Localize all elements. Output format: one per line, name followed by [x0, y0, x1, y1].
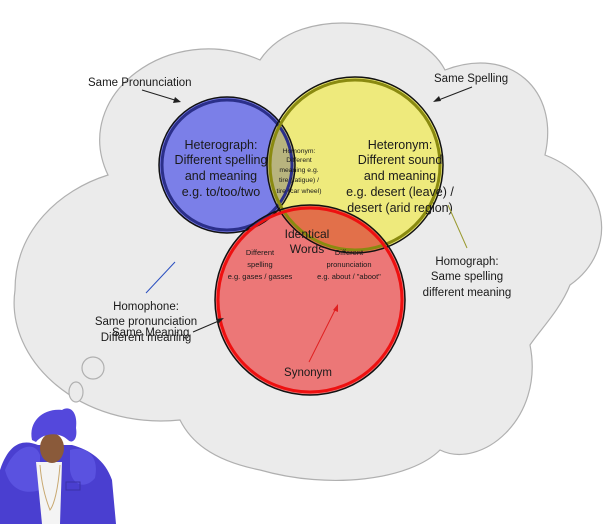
svg-text:Different sound: Different sound: [358, 153, 443, 167]
region-text-different-spelling: Different spelling e.g. gases / gasses: [228, 248, 293, 281]
set-circle-pronunciation: [159, 97, 295, 233]
svg-text:e.g. about / "aboot": e.g. about / "aboot": [317, 272, 381, 281]
region-text-heterograph: Heterograph: Different spelling and mean…: [175, 138, 268, 199]
region-text-heteronym: Heteronym: Different sound and meaning e…: [346, 138, 454, 215]
thought-bubble-small: [68, 381, 84, 403]
svg-text:Words: Words: [290, 242, 324, 256]
callout-homophone: Homophone: Same pronunciation Different …: [95, 301, 197, 344]
svg-text:Homonym:: Homonym:: [283, 148, 316, 155]
svg-text:Different: Different: [246, 248, 275, 257]
svg-text:Identical: Identical: [285, 227, 330, 241]
callout-homograph: Homograph: Same spelling different meani…: [423, 256, 512, 299]
arrow-pronunciation: [141, 89, 179, 102]
arrowhead-pronunciation: [173, 97, 181, 103]
svg-text:e.g. to/too/two: e.g. to/too/two: [182, 185, 261, 199]
svg-text:Same spelling: Same spelling: [431, 271, 503, 283]
region-text-identical-words: Identical Words: [285, 227, 330, 256]
svg-text:spelling: spelling: [247, 260, 272, 269]
outline-spelling: [266, 76, 444, 254]
svg-text:Homophone:: Homophone:: [113, 301, 179, 313]
arrowhead-synonym: [333, 304, 338, 312]
svg-text:Different: Different: [335, 248, 364, 257]
svg-text:Different meaning: Different meaning: [101, 332, 192, 344]
region-text-synonym: Synonym: [284, 367, 332, 379]
person-fur-hat: [31, 408, 77, 442]
person-thinking: [0, 408, 116, 524]
pointer-homograph: [447, 204, 468, 249]
person-chain: [39, 464, 61, 511]
outline-pronunciation: [158, 96, 296, 234]
person-face: [40, 433, 64, 463]
inner-ring-meaning: [216, 206, 404, 394]
arrow-synonym: [308, 307, 337, 363]
svg-text:Different: Different: [286, 157, 312, 164]
pointer-homophone: [145, 261, 176, 294]
inner-ring-spelling: [268, 78, 442, 252]
svg-text:Homograph:: Homograph:: [435, 256, 498, 268]
region-text-homonym: Homonym: Different meaning e.g. tire (fa…: [277, 148, 322, 195]
svg-text:tire (fatigue) /: tire (fatigue) /: [279, 177, 319, 184]
outline-meaning: [214, 204, 406, 396]
region-text-different-pronunciation: Different pronunciation e.g. about / "ab…: [317, 248, 381, 281]
arrowhead-spelling: [433, 96, 441, 102]
svg-text:Heteronym:: Heteronym:: [368, 138, 433, 152]
svg-text:e.g. desert (leave) /: e.g. desert (leave) /: [346, 185, 454, 199]
svg-text:Different spelling: Different spelling: [175, 153, 268, 167]
inner-ring-pronunciation: [160, 98, 294, 232]
svg-text:tire (car wheel): tire (car wheel): [277, 188, 322, 195]
set-label-pronunciation: Same Pronunciation: [88, 77, 192, 89]
person-coat-buckle: [65, 481, 81, 491]
person-shirt: [36, 462, 62, 524]
svg-text:pronunciation: pronunciation: [326, 260, 371, 269]
svg-text:and meaning: and meaning: [185, 169, 257, 183]
svg-text:different meaning: different meaning: [423, 287, 512, 299]
svg-text:and meaning: and meaning: [364, 169, 436, 183]
svg-text:e.g. gases / gasses: e.g. gases / gasses: [228, 272, 293, 281]
thought-bubble-large: [81, 356, 105, 380]
arrowhead-meaning: [216, 318, 224, 324]
svg-text:meaning e.g.: meaning e.g.: [279, 167, 318, 174]
svg-text:Same pronunciation: Same pronunciation: [95, 316, 197, 328]
set-label-spelling: Same Spelling: [434, 73, 508, 85]
svg-text:Heterograph:: Heterograph:: [185, 138, 258, 152]
arrow-meaning: [192, 319, 222, 333]
arrow-spelling: [435, 86, 473, 102]
person-fur-collar: [5, 446, 96, 492]
set-label-meaning: Same Meaning: [112, 327, 189, 339]
svg-text:desert (arid region): desert (arid region): [347, 201, 453, 215]
